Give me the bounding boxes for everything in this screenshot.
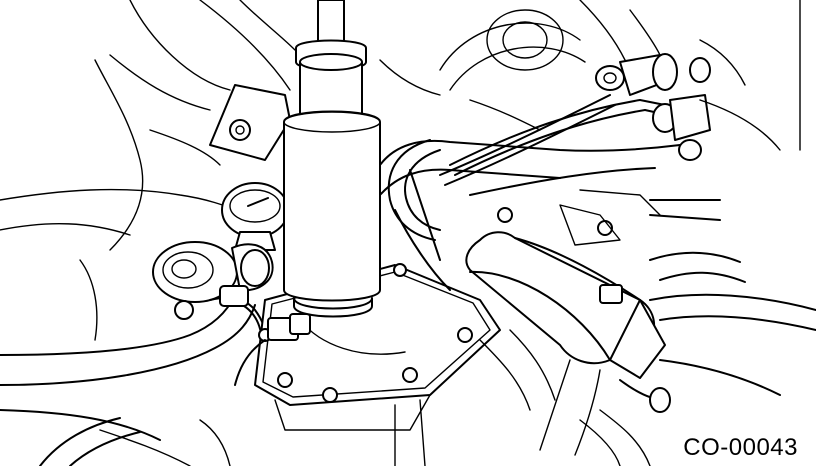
lower-details [99, 329, 556, 467]
tool-cylinder [283, 0, 381, 318]
right-hoses [379, 94, 691, 291]
u-bend-pipe [387, 139, 441, 241]
hose-fitting [234, 313, 311, 386]
engine-background-lines [0, 0, 296, 341]
figure-code-label: CO-00043 [683, 434, 798, 461]
right-fittings [595, 39, 781, 161]
tool-lower-body [283, 110, 381, 302]
actuator-cylinder [465, 189, 666, 379]
tool-base-ring [293, 297, 373, 318]
left-hoses [0, 285, 268, 467]
mounting-bracket [209, 84, 291, 161]
intake-background [379, 0, 661, 131]
turbo-housing [152, 241, 274, 303]
far-right-hoses [539, 199, 816, 467]
pressure-gauge [221, 182, 289, 251]
